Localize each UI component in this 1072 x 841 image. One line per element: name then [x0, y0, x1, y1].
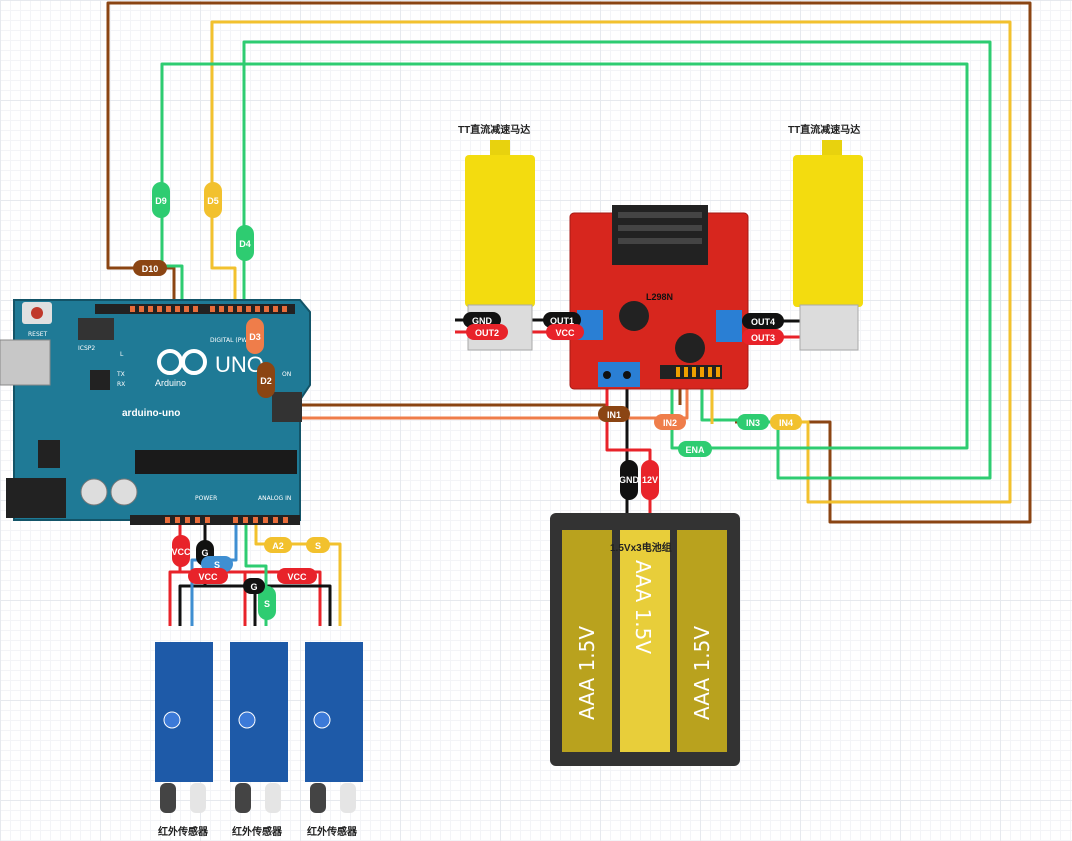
led-l: L [120, 351, 124, 358]
tag-vcc-drv: VCC [546, 324, 584, 340]
power-label: POWER [195, 495, 217, 502]
ir-sensor-1[interactable]: 红外传感器 [155, 642, 213, 838]
arduino-logo-icon [157, 349, 207, 375]
motor-right[interactable]: TT直流减速马达 [788, 123, 863, 351]
wire-in3 [700, 385, 740, 422]
svg-text:IN3: IN3 [746, 418, 760, 428]
sensor-3-label: 红外传感器 [307, 825, 358, 838]
motor-left-label: TT直流减速马达 [458, 123, 530, 136]
motor-left[interactable]: TT直流减速马达 [458, 123, 535, 351]
tag-bat-gnd: GND [619, 460, 640, 500]
arduino-label: arduino-uno [122, 408, 180, 419]
tag-d9: D9 [152, 182, 170, 218]
arduino-brand: Arduino [155, 378, 186, 388]
svg-text:VCC: VCC [198, 572, 218, 582]
tag-s-s3: S [306, 537, 330, 553]
wire-sensor-s3 [254, 520, 342, 626]
svg-text:S: S [315, 541, 321, 551]
arduino-board[interactable]: RESET ICSP2 DIGITAL (PWM~) UNO Arduino L… [0, 299, 311, 525]
tag-ena: ENA [678, 441, 712, 457]
svg-text:OUT4: OUT4 [751, 317, 775, 327]
tag-in1: IN1 [598, 406, 630, 422]
motor-right-label: TT直流减速马达 [788, 123, 860, 136]
ir-sensor-3[interactable]: 红外传感器 [305, 642, 363, 838]
svg-text:A2: A2 [272, 541, 284, 551]
svg-text:GND: GND [472, 316, 493, 326]
power-pins [165, 517, 288, 523]
driver-input-pins [676, 367, 720, 377]
driver-label: L298N [646, 292, 673, 302]
svg-text:12V: 12V [642, 475, 658, 485]
tag-out3: OUT3 [742, 329, 784, 345]
tag-s-vcc: VCC [171, 535, 191, 567]
on-label: ON [282, 371, 291, 378]
wire-d9 [160, 62, 969, 450]
cell-3: AAA 1.5V [690, 626, 714, 720]
svg-text:VCC: VCC [287, 572, 307, 582]
svg-text:S: S [214, 560, 220, 570]
battery-label: 1.5Vx3电池组 [610, 541, 672, 554]
digital-pins [130, 306, 287, 312]
cell-1: AAA 1.5V [575, 626, 599, 720]
led-rx: RX [117, 381, 125, 388]
svg-text:OUT3: OUT3 [751, 333, 775, 343]
tag-s-vcc2: VCC [188, 568, 228, 584]
tag-d2: D2 [257, 362, 275, 398]
tag-s-vcc3: VCC [277, 568, 317, 584]
tag-s-s2: S [258, 586, 276, 620]
svg-text:D4: D4 [239, 239, 251, 249]
l298n-driver[interactable]: L298N [569, 205, 749, 390]
analog-label: ANALOG IN [258, 495, 291, 502]
tag-bat-12v: 12V [641, 460, 659, 500]
icsp-label: ICSP2 [78, 345, 95, 352]
svg-text:D10: D10 [142, 264, 159, 274]
sensor-2-label: 红外传感器 [232, 825, 283, 838]
tag-in3: IN3 [737, 414, 769, 430]
reset-label: RESET [28, 331, 48, 338]
wire-sensor-gnd3 [255, 584, 332, 626]
tag-d3: D3 [246, 318, 264, 354]
tag-out4: OUT4 [742, 313, 784, 329]
tag-out2: OUT2 [466, 324, 508, 340]
tag-d10: D10 [133, 260, 167, 276]
svg-text:IN4: IN4 [779, 418, 793, 428]
tag-s-g2: G [243, 578, 265, 594]
led-tx: TX [116, 371, 125, 378]
svg-text:IN1: IN1 [607, 410, 621, 420]
wire-tags: D9 D5 D4 D3 D2 GND 12V VCC G S D10 GND O… [133, 182, 802, 620]
cell-2: AAA 1.5V [631, 560, 655, 654]
uno-logo: UNO [215, 352, 264, 377]
svg-text:OUT1: OUT1 [550, 316, 574, 326]
svg-text:G: G [250, 582, 257, 592]
tag-in4: IN4 [770, 414, 802, 430]
svg-text:D2: D2 [260, 376, 272, 386]
svg-text:D3: D3 [249, 332, 261, 342]
battery-pack[interactable]: 1.5Vx3电池组 AAA 1.5V AAA 1.5V AAA 1.5V [550, 513, 740, 766]
svg-text:VCC: VCC [171, 547, 191, 557]
svg-text:OUT2: OUT2 [475, 328, 499, 338]
svg-text:D5: D5 [207, 196, 219, 206]
svg-text:D9: D9 [155, 196, 167, 206]
svg-text:G: G [201, 548, 208, 558]
svg-text:ENA: ENA [685, 445, 705, 455]
svg-text:IN2: IN2 [663, 418, 677, 428]
ir-sensor-2[interactable]: 红外传感器 [230, 642, 288, 838]
wire-sensor-vcc3 [245, 570, 322, 626]
svg-text:GND: GND [619, 475, 640, 485]
tag-d4: D4 [236, 225, 254, 261]
digital-label: DIGITAL (PWM~) [210, 337, 260, 344]
svg-text:S: S [264, 599, 270, 609]
tag-s-a2: A2 [264, 537, 292, 553]
svg-text:VCC: VCC [555, 328, 575, 338]
tag-d5: D5 [204, 182, 222, 218]
tag-in2: IN2 [654, 414, 686, 430]
sensor-1-label: 红外传感器 [158, 825, 209, 838]
